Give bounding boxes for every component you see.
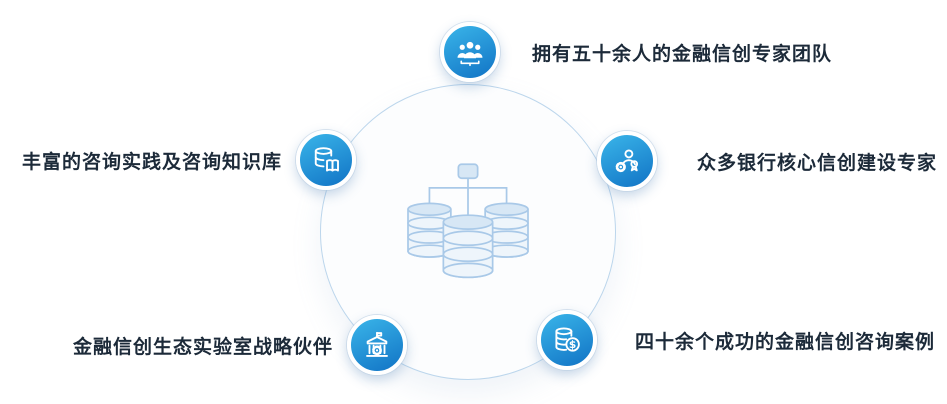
bank-icon — [366, 331, 388, 357]
feature-right: 众多银行核心信创建设专家 — [597, 131, 937, 191]
db-stack-right — [484, 202, 529, 258]
db-stack-middle — [442, 214, 494, 279]
svg-text:$: $ — [569, 338, 576, 351]
coins-icon-bubble: $ — [537, 310, 597, 370]
feature-label-top: 拥有五十余人的金融信创专家团队 — [532, 43, 833, 65]
db-stack-left — [407, 202, 452, 258]
feature-bottom-left: 金融信创生态实验室战略伙伴 — [73, 315, 407, 375]
knowledge-icon-bubble — [296, 130, 356, 190]
feature-bottom-right: $ 四十余个成功的金融信创咨询案例 — [537, 310, 935, 370]
feature-label-left: 丰富的咨询实践及咨询知识库 — [21, 151, 282, 173]
expert-icon — [615, 149, 639, 173]
team-icon — [457, 41, 483, 67]
team-icon-bubble — [440, 22, 500, 82]
feature-left: 丰富的咨询实践及咨询知识库 — [22, 130, 356, 190]
expert-icon-bubble — [597, 131, 657, 191]
database-cluster-illustration — [407, 163, 529, 279]
feature-top: 拥有五十余人的金融信创专家团队 — [440, 22, 832, 82]
feature-label-bottom-right: 四十余个成功的金融信创咨询案例 — [635, 331, 936, 353]
feature-label-right: 众多银行核心信创建设专家 — [697, 152, 938, 174]
feature-label-bottom-left: 金融信创生态实验室战略伙伴 — [72, 336, 333, 358]
bank-icon-bubble — [347, 315, 407, 375]
knowledge-icon — [314, 147, 339, 172]
coins-icon: $ — [555, 327, 580, 352]
